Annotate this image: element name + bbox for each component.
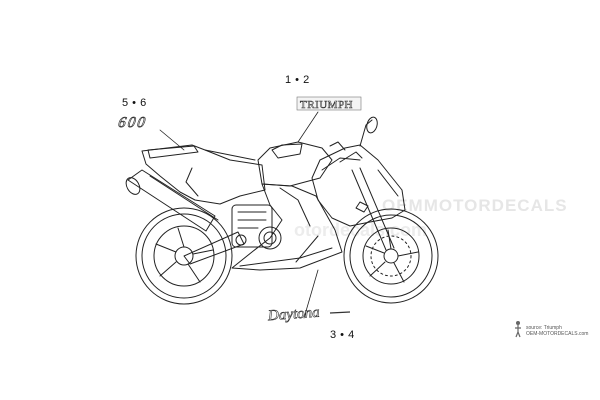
source-figure-icon (515, 321, 521, 338)
tail-section (141, 144, 266, 205)
rear-wheel (135, 207, 233, 305)
decal-600-text: 600 (117, 115, 148, 131)
fuel-tank (257, 141, 333, 187)
callout-decal-600: 5 • 6 (122, 97, 147, 109)
source-credit: source: Triumph OEM-MOTORDECALS.com (526, 325, 588, 337)
front-fork (339, 151, 395, 251)
decal-daytona-text: Daytona (266, 305, 320, 325)
watermark-brand: OEMMOTORDECALS (382, 196, 568, 215)
belly-pan (231, 183, 343, 271)
source-line-2: OEM-MOTORDECALS.com (526, 331, 589, 337)
front-wheel (343, 208, 439, 304)
watermark-domain: otordecals.com (294, 220, 428, 240)
decal-triumph: TRIUMPH (296, 96, 362, 111)
swingarm (183, 231, 245, 265)
callout-decal-daytona: 3 • 4 (330, 329, 355, 341)
exhaust (125, 169, 219, 232)
decal-600: 600 (117, 115, 149, 132)
callout-decal-triumph: 1 • 2 (285, 74, 310, 86)
decal-daytona: Daytona (266, 304, 351, 325)
leader-lines (159, 111, 319, 319)
decal-triumph-text: TRIUMPH (300, 99, 353, 111)
source-line-1: source: Triumph (526, 325, 562, 331)
engine (231, 204, 282, 250)
